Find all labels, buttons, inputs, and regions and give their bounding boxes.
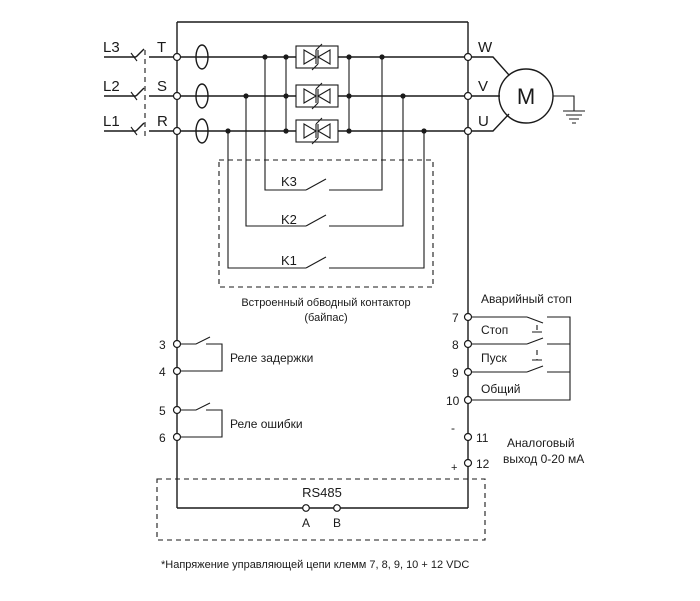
label-w: W <box>478 39 493 56</box>
rs485-terminals <box>302 504 341 512</box>
label-l1: L1 <box>103 113 120 130</box>
analog-label-line2: выход 0-20 мА <box>503 452 584 466</box>
current-transformer-t <box>195 44 209 70</box>
rs485-box <box>156 478 486 541</box>
label-r: R <box>157 113 168 130</box>
terminal-7-label: 7 <box>452 311 459 325</box>
analog-plus-sign: + <box>451 462 457 474</box>
bypass-contactor-k2 <box>245 96 404 227</box>
control-wiring <box>471 316 571 401</box>
label-k1: K1 <box>281 253 297 268</box>
analog-minus-sign: - <box>451 421 455 435</box>
label-t: T <box>157 39 166 56</box>
motor-lead-u <box>468 113 510 132</box>
terminal-10-label: 10 <box>446 394 460 408</box>
incoming-line-l3 <box>104 48 177 62</box>
thyristor-pair-s <box>295 82 339 110</box>
terminal-11-label: 11 <box>476 431 489 445</box>
current-transformer-s <box>195 83 209 109</box>
stop-label: Стоп <box>481 323 508 337</box>
label-l2: L2 <box>103 78 120 95</box>
terminal-12-label: 12 <box>476 457 490 471</box>
terminal-8-label: 8 <box>452 338 459 352</box>
bypass-caption-line2: (байпас) <box>304 312 347 324</box>
rs485-a-label: A <box>302 516 310 530</box>
delay-relay-contact <box>180 336 223 372</box>
motor-label: M <box>517 84 535 109</box>
incoming-line-l2 <box>104 87 177 101</box>
footnote: *Напряжение управляющей цепи клемм 7, 8,… <box>161 559 469 571</box>
ground-icon <box>553 95 585 124</box>
terminal-4-label: 4 <box>159 365 166 379</box>
thyristor-pair-r <box>295 117 339 145</box>
label-k3: K3 <box>281 174 297 189</box>
emergency-stop-label: Аварийный стоп <box>481 292 572 306</box>
fault-relay-label: Реле ошибки <box>230 417 303 431</box>
bus-junctions <box>225 54 427 134</box>
terminal-5-label: 5 <box>159 404 166 418</box>
bypass-caption-line1: Встроенный обводный контактор <box>241 297 410 309</box>
terminal-9-label: 9 <box>452 366 459 380</box>
terminals <box>172 52 473 468</box>
bypass-contactor-k3 <box>264 57 383 191</box>
rs485-b-label: B <box>333 516 341 530</box>
label-u: U <box>478 113 489 130</box>
fault-relay-contact <box>180 402 223 438</box>
label-s: S <box>157 78 167 95</box>
common-label: Общий <box>481 382 521 396</box>
delay-relay-label: Реле задержки <box>230 351 313 365</box>
rs485-title: RS485 <box>302 485 342 500</box>
motor-lead-w <box>468 56 510 76</box>
bypass-contactor-box <box>218 159 434 288</box>
terminal-6-label: 6 <box>159 431 166 445</box>
label-k2: K2 <box>281 212 297 227</box>
label-v: V <box>478 78 488 95</box>
incoming-line-l1 <box>104 122 177 136</box>
thyristor-pair-t <box>295 43 339 71</box>
current-transformer-r <box>195 118 209 144</box>
label-l3: L3 <box>103 39 120 56</box>
terminal-3-label: 3 <box>159 338 166 352</box>
start-label: Пуск <box>481 351 507 365</box>
analog-label-line1: Аналоговый <box>507 436 575 450</box>
bypass-contactor-k1 <box>227 131 425 269</box>
